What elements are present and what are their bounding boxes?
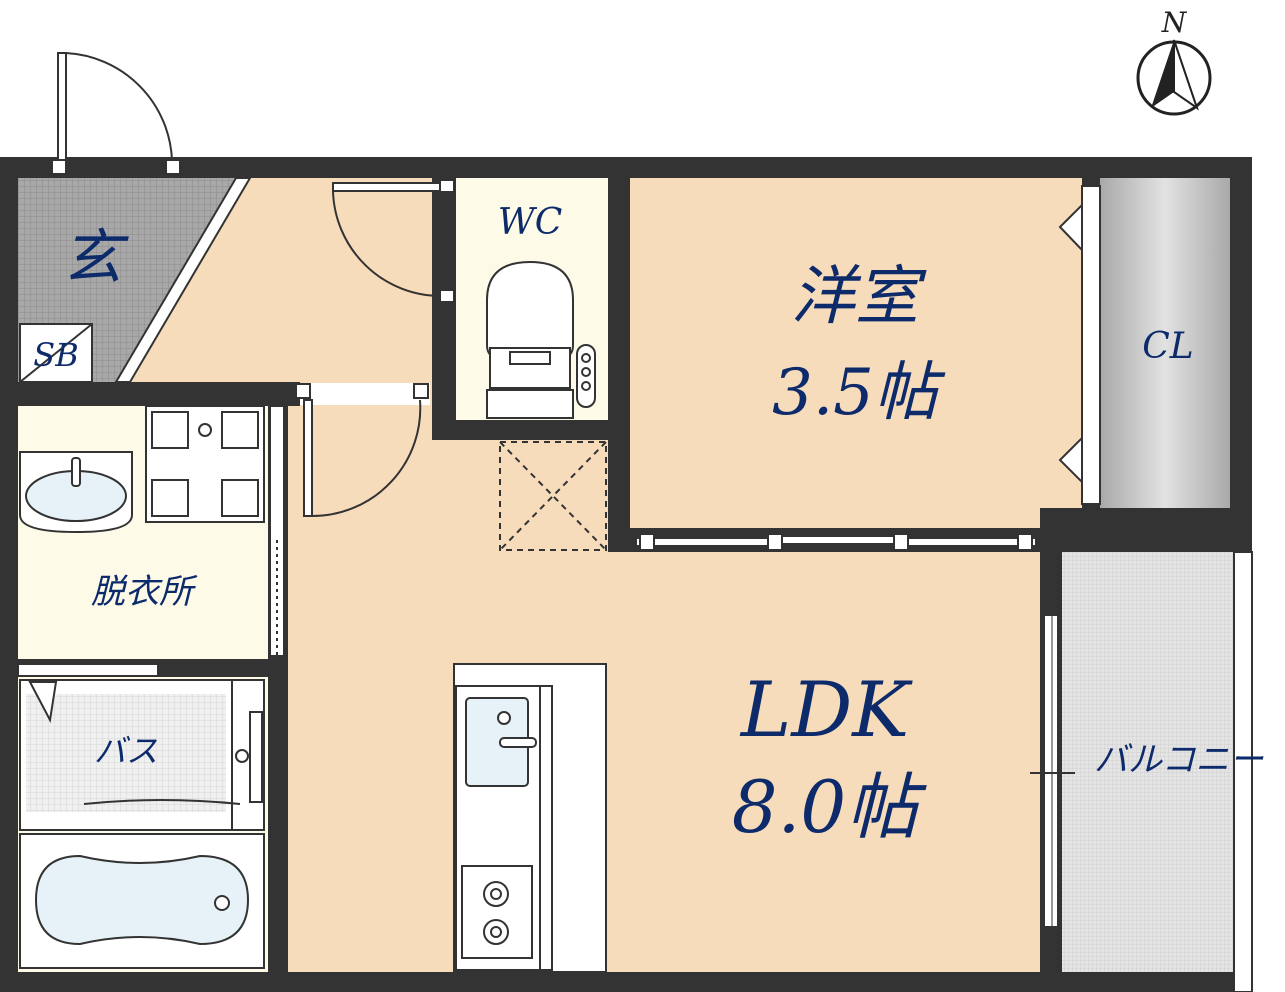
hall-floor — [130, 178, 1040, 972]
balcony — [1062, 552, 1234, 972]
shoe-box — [19, 323, 93, 383]
closet-door-handle-lower — [1058, 435, 1083, 485]
balcony-rail — [1233, 551, 1253, 992]
entrance-label: 玄 — [62, 223, 129, 293]
closet-door-handle-upper — [1058, 202, 1083, 253]
ldk-name: LDK — [739, 665, 913, 754]
bath-label: バス — [94, 732, 158, 770]
dressing-sliding-door[interactable] — [269, 405, 285, 657]
compass: N — [1136, 6, 1212, 116]
western-room-name: 洋室 — [791, 260, 927, 334]
ldk-size: 8.0帖 — [732, 765, 928, 849]
bath-partition — [17, 663, 159, 677]
closet-label: CL — [1142, 326, 1193, 367]
western-room-sliding-door[interactable] — [635, 533, 1037, 551]
bathtub — [19, 833, 265, 969]
western-room-floor — [628, 178, 1082, 528]
toilet — [486, 260, 596, 419]
closet — [1100, 178, 1230, 508]
balcony-label: バルコニー — [1094, 740, 1264, 780]
entrance-door[interactable] — [51, 52, 181, 175]
wc-door[interactable] — [332, 179, 455, 303]
dressing-label: 脱衣所 — [91, 572, 198, 612]
bathroom — [19, 679, 265, 831]
north-label: N — [1161, 6, 1188, 39]
washing-machine — [145, 405, 265, 523]
washbasin — [19, 451, 133, 534]
shoe-box-label: SB — [33, 336, 78, 374]
closet-door[interactable] — [1081, 185, 1101, 505]
western-room-size: 3.5帖 — [772, 356, 946, 430]
wc-label: WC — [498, 202, 563, 243]
balcony-window[interactable] — [1043, 614, 1059, 928]
dressing-door[interactable] — [295, 383, 430, 518]
stove — [461, 865, 533, 959]
sink — [465, 697, 537, 787]
floor-hatch — [499, 441, 607, 551]
